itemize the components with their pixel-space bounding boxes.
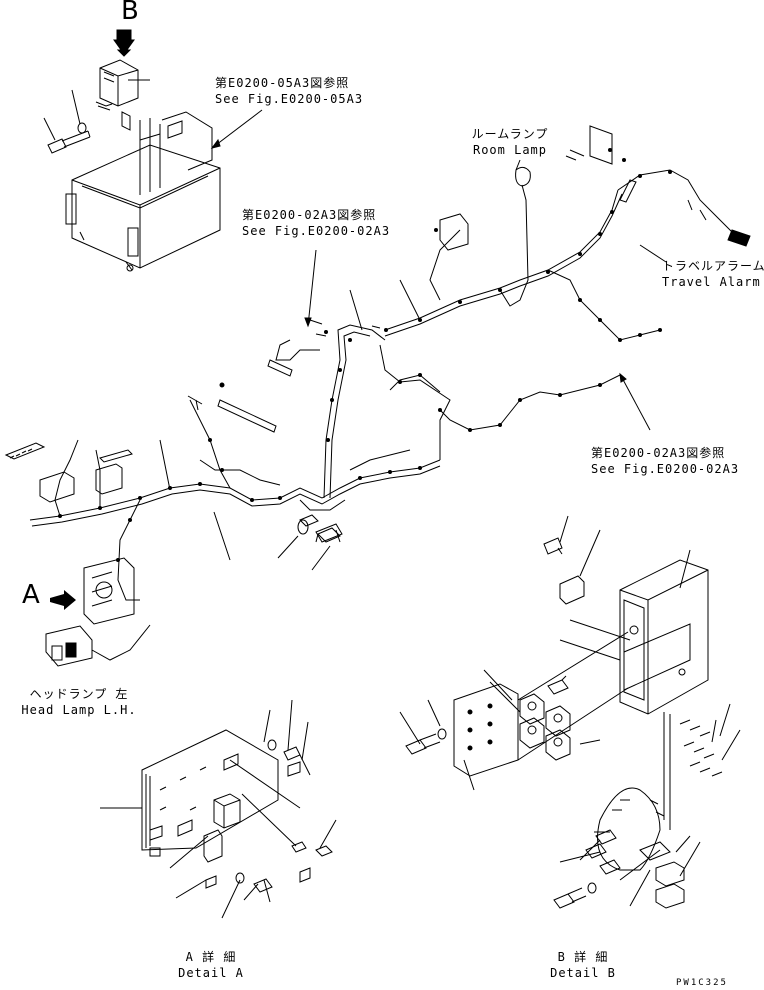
- callout-head-lamp-jp: ヘッドランプ 左: [29, 687, 129, 701]
- callout-room-lamp-en: Room Lamp: [472, 143, 548, 157]
- small-clips: [58, 148, 672, 562]
- leader-lines: [43, 79, 150, 141]
- leader-fig05: [211, 109, 263, 149]
- detail-b-drawing: [399, 515, 741, 909]
- detail-b-title-jp: B 詳 細: [557, 950, 609, 964]
- battery-box: [65, 111, 221, 272]
- detail-a-drawing: [100, 699, 337, 919]
- detail-a-title-jp: A 詳 細: [185, 950, 237, 964]
- bolt-part: [47, 122, 91, 154]
- arrow-b-icon: [113, 29, 135, 57]
- callout-room-lamp-jp: ルームランプ: [471, 127, 549, 141]
- arrow-a-icon: [50, 590, 76, 610]
- callout-travel-alarm-en: Travel Alarm: [662, 275, 761, 289]
- callout-fig02-top-en: See Fig.E0200-02A3: [242, 224, 391, 238]
- connectors: [4, 125, 751, 667]
- callout-fig02-right-jp: 第E0200-02A3図参照: [591, 446, 726, 460]
- callout-fig05-jp: 第E0200-05A3図参照: [215, 76, 350, 90]
- controller-box: [95, 59, 139, 131]
- view-letter-a: A: [22, 580, 40, 610]
- detail-b-title-en: Detail B: [550, 966, 616, 980]
- detail-a-title-en: Detail A: [178, 966, 244, 980]
- callout-fig02-top-jp: 第E0200-02A3図参照: [242, 208, 377, 222]
- callout-travel-alarm-jp: トラベルアラーム: [662, 259, 764, 273]
- callout-fig05-en: See Fig.E0200-05A3: [215, 92, 364, 106]
- washer-bolt: [277, 519, 341, 571]
- callout-fig02-right-en: See Fig.E0200-02A3: [591, 462, 740, 476]
- drawing-code: PW1C325: [676, 978, 728, 988]
- callout-leaders: [159, 159, 667, 561]
- callout-head-lamp-en: Head Lamp L.H.: [21, 703, 137, 717]
- view-letter-b: B: [121, 0, 139, 26]
